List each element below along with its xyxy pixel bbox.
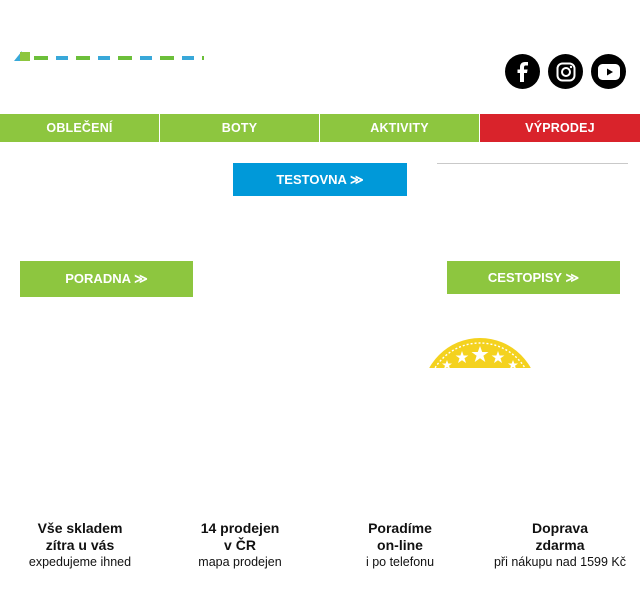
nav-item-boty[interactable]: BOTY [160, 114, 319, 142]
nav-item-vyprodej[interactable]: VÝPRODEJ [480, 114, 640, 142]
feature-title: Doprava [531, 520, 589, 536]
site-logo[interactable] [14, 50, 204, 62]
feature-title-line2: zítra u vás [45, 537, 115, 553]
nav-item-obleceni[interactable]: OBLEČENÍ [0, 114, 159, 142]
main-nav: OBLEČENÍ BOTY AKTIVITY VÝPRODEJ [0, 114, 640, 142]
feature-title-line2: zdarma [535, 537, 585, 553]
feature-stock[interactable]: Vše skladem zítra u vás expedujeme ihned [0, 520, 160, 570]
feature-title: Poradíme [368, 520, 432, 536]
cestopisy-button[interactable]: CESTOPISY ≫ [447, 261, 620, 294]
testovna-button[interactable]: TESTOVNA ≫ [233, 163, 407, 196]
feature-subtitle: mapa prodejen [198, 555, 282, 569]
instagram-icon[interactable] [548, 54, 583, 89]
feature-shipping[interactable]: Doprava zdarma při nákupu nad 1599 Kč [480, 520, 640, 570]
feature-subtitle: expedujeme ihned [28, 555, 132, 569]
logo-wordmark [34, 56, 204, 60]
feature-title-line2: on-line [377, 537, 423, 553]
logo-mark [14, 51, 22, 61]
logo-mark-accent [20, 52, 30, 61]
facebook-icon[interactable] [505, 54, 540, 89]
feature-advice[interactable]: Poradíme on-line i po telefonu [320, 520, 480, 570]
feature-title-line2: v ČR [224, 537, 256, 553]
feature-title: Vše skladem [37, 520, 123, 536]
feature-subtitle: při nákupu nad 1599 Kč [493, 555, 627, 569]
divider-line [437, 163, 628, 164]
poradna-button[interactable]: PORADNA ≫ [20, 261, 193, 297]
feature-title: 14 prodejen [200, 520, 280, 536]
nav-item-aktivity[interactable]: AKTIVITY [320, 114, 479, 142]
feature-subtitle: i po telefonu [365, 555, 435, 569]
feature-stores[interactable]: 14 prodejen v ČR mapa prodejen [160, 520, 320, 570]
youtube-icon[interactable] [591, 54, 626, 89]
rating-badge-icon [420, 336, 540, 368]
